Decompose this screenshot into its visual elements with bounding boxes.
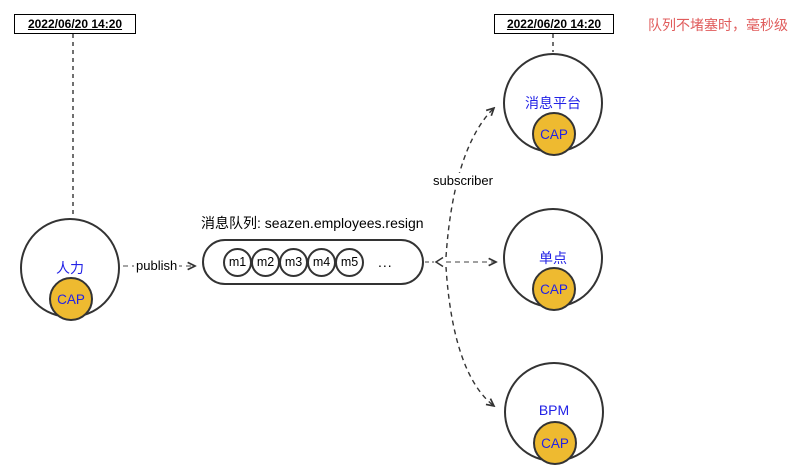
timestamp-left-label: 2022/06/20 14:20 xyxy=(27,17,123,31)
latency-note: 队列不堵塞时，毫秒级 xyxy=(648,17,788,33)
message-item: m1 xyxy=(223,247,252,277)
timestamp-box-right: 2022/06/20 14:20 xyxy=(494,14,614,34)
message-item: m3 xyxy=(279,247,308,277)
queue-title: 消息队列: seazen.employees.resign xyxy=(201,215,424,231)
subscriber-node-single-point: 单点 CAP xyxy=(503,208,603,311)
publisher-cap-badge: CAP xyxy=(49,277,93,321)
message-item: m4 xyxy=(307,247,336,277)
queue-ellipsis: ... xyxy=(378,254,393,270)
subscriber-cap-badge: CAP xyxy=(532,112,576,156)
subscriber-edge-label: subscriber xyxy=(431,173,495,188)
timestamp-right-label: 2022/06/20 14:20 xyxy=(506,17,602,31)
message-item: m2 xyxy=(251,247,280,277)
queue-exit-arrowhead xyxy=(434,256,444,268)
subscriber-node-message-platform: 消息平台 CAP xyxy=(503,53,603,156)
subscriber-node-bpm: BPM CAP xyxy=(504,362,604,465)
publish-edge-label: publish xyxy=(134,258,180,273)
queue-node: m1 m2 m3 m4 m5 ... xyxy=(202,239,424,285)
subscriber-label: BPM xyxy=(538,402,570,418)
subscriber-cap-badge: CAP xyxy=(532,267,576,311)
subscriber-label: 单点 xyxy=(539,250,567,266)
message-item: m5 xyxy=(335,247,364,277)
subscriber-label: 消息平台 xyxy=(525,95,581,111)
publisher-node-hr: 人力 CAP xyxy=(20,218,120,321)
subscriber-arrow-bottom xyxy=(445,266,494,406)
subscriber-cap-badge: CAP xyxy=(533,421,577,465)
publisher-label: 人力 xyxy=(56,260,84,276)
timestamp-box-left: 2022/06/20 14:20 xyxy=(14,14,136,34)
